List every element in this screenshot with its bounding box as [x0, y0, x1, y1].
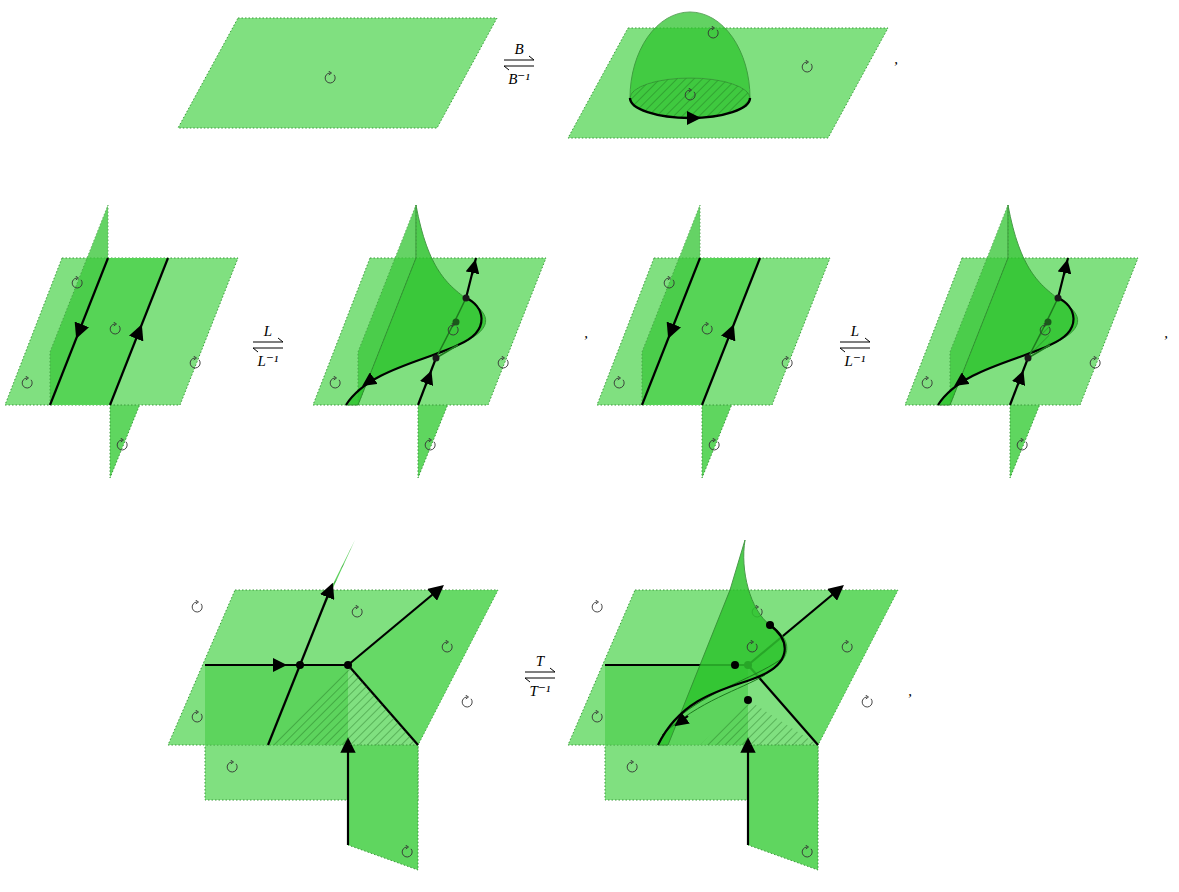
separator: , — [908, 684, 912, 699]
separator: , — [894, 52, 898, 67]
move-arrows — [253, 56, 870, 682]
separator: , — [584, 326, 588, 341]
separator: , — [1164, 326, 1168, 341]
move-name: L — [264, 324, 272, 339]
move-name: B — [514, 42, 523, 57]
move-name: T⁻¹ — [530, 684, 551, 699]
move-name: T — [536, 654, 544, 669]
move-name: L — [851, 324, 859, 339]
move-name: B⁻¹ — [508, 72, 530, 87]
move-name: L⁻¹ — [845, 354, 866, 369]
move-name: L⁻¹ — [258, 354, 279, 369]
